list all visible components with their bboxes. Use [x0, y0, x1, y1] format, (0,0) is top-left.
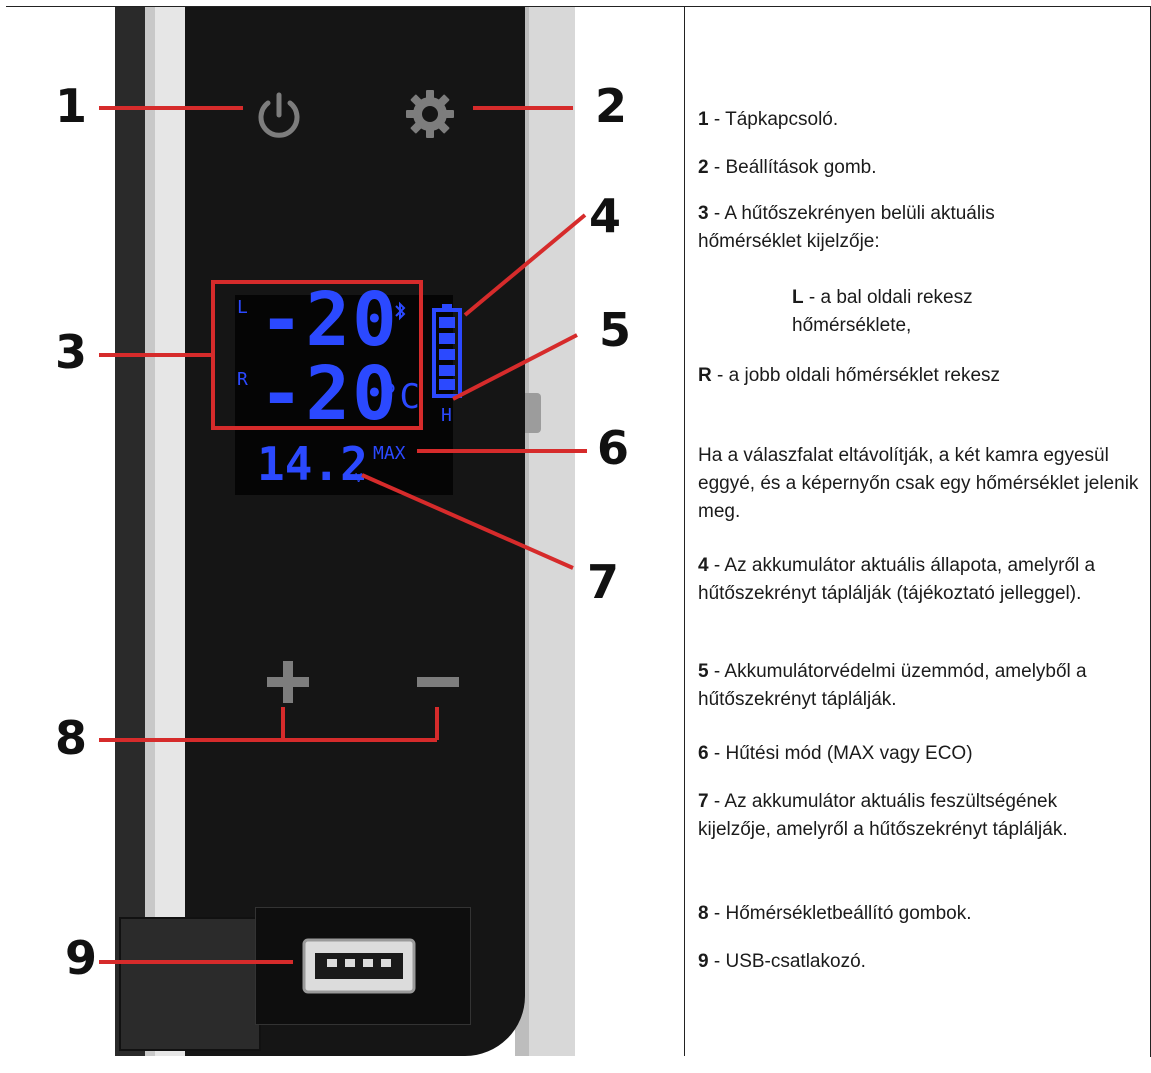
temp-bottom-readout: -20 [259, 351, 399, 437]
legend-item-2: 2 - Beállítások gomb. [698, 157, 877, 178]
callout-5: 5 [599, 303, 632, 357]
right-compartment-label: R [237, 369, 248, 390]
legend-item-5: 5 - Akkumulátorvédelmi üzemmód, amelyből… [698, 661, 1087, 710]
callout-3: 3 [55, 325, 88, 379]
left-compartment-label: L [237, 297, 248, 318]
callout-2: 2 [595, 79, 628, 133]
callout-1: 1 [55, 79, 88, 133]
legend-item-1: 1 - Tápkapcsoló. [698, 109, 839, 130]
legend-item-9: 9 - USB-csatlakozó. [698, 951, 866, 972]
table-column-divider [684, 6, 685, 1056]
callout-9: 9 [65, 931, 98, 985]
usb-cover-flap [119, 917, 261, 1051]
legend-item-4: 4 - Az akkumulátor aktuális állapota, am… [698, 555, 1096, 604]
legend-partition-note: Ha a válaszfalat eltávolítják, a két kam… [698, 445, 1139, 522]
device-side-strip [115, 7, 145, 1056]
callout-8: 8 [55, 711, 88, 765]
battery-icon [432, 304, 462, 398]
legend-item-3: 3 - A hűtőszekrényen belüli aktuális hőm… [698, 203, 995, 252]
legend-item-8: 8 - Hőmérsékletbeállító gombok. [698, 903, 972, 924]
bluetooth-icon [395, 301, 406, 321]
power-icon [258, 92, 300, 138]
voltage-unit: V [355, 471, 363, 485]
callout-7: 7 [587, 555, 620, 609]
temp-top-readout: -20 [259, 277, 399, 363]
callout-6: 6 [597, 421, 630, 475]
usb-port-icon [302, 938, 416, 994]
voltage-readout: 14.2 [257, 437, 368, 491]
callout-4: 4 [589, 189, 622, 243]
legend-item-7: 7 - Az akkumulátor aktuális feszültségén… [698, 791, 1068, 840]
plus-icon [267, 661, 309, 703]
minus-icon [417, 677, 459, 687]
device-right-edge-highlight [529, 7, 575, 1056]
control-panel-photo: L R -20 -20 °C H 14.2 V MAX [7, 7, 684, 1056]
callout-lines [99, 106, 587, 964]
battery-protection-mode: H [441, 405, 452, 426]
temp-unit: °C [379, 377, 420, 417]
gear-icon [406, 90, 454, 138]
legend-item-6: 6 - Hűtési mód (MAX vagy ECO) [698, 743, 973, 764]
legend-item-L: L - a bal oldali rekesz hőmérséklete, [792, 287, 973, 336]
lcd-display [235, 295, 453, 495]
legend-item-R: R - a jobb oldali hőmérséklet rekesz [698, 365, 1001, 386]
cooling-mode: MAX [373, 443, 406, 464]
device-black-panel [185, 7, 525, 1056]
